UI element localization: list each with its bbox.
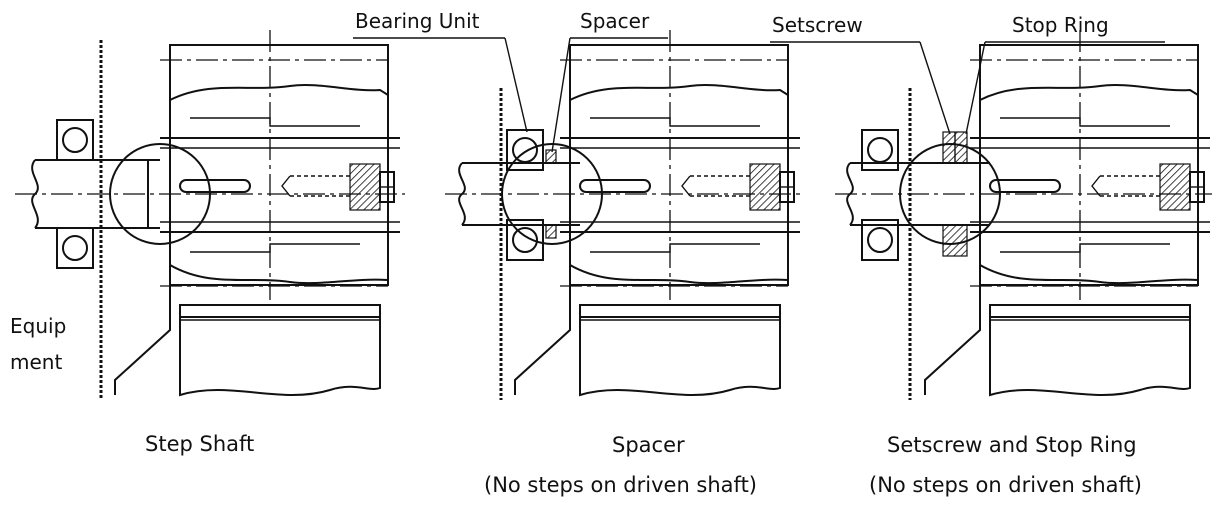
bearing-unit-leader [504,37,528,133]
equipment-label-line2: ment [10,350,62,374]
spacer-part [545,149,557,164]
stop-ring-label: Stop Ring [1012,13,1109,37]
caption-spacer-subtitle: (No steps on driven shaft) [484,473,757,497]
panel-spacer: Bearing Unit Spacer Spacer (No steps on … [353,9,801,497]
spacer-label: Spacer [580,9,650,33]
panel-setscrew-stop-ring: Setscrew Stop Ring Setscrew and Stop Rin… [770,13,1212,497]
mounting-bracket [514,262,571,395]
bearing-lower [56,227,94,269]
bearing-upper [56,119,94,161]
mounting-bracket [114,262,171,395]
panel-step-shaft: Equip ment Step Shaft [10,29,405,456]
bearing-unit-label: Bearing Unit [355,9,480,33]
spacer-leader [551,37,571,153]
setscrew-label: Setscrew [772,13,863,37]
caption-setscrew-title: Setscrew and Stop Ring [887,433,1137,457]
mounting-bracket [924,262,981,395]
caption-step-shaft: Step Shaft [145,432,254,456]
caption-spacer-title: Spacer [612,433,685,457]
stop-ring-leader [965,41,986,135]
equipment-label-line1: Equip [10,314,66,338]
setscrew-leader [919,41,951,135]
caption-setscrew-subtitle: (No steps on driven shaft) [869,473,1142,497]
